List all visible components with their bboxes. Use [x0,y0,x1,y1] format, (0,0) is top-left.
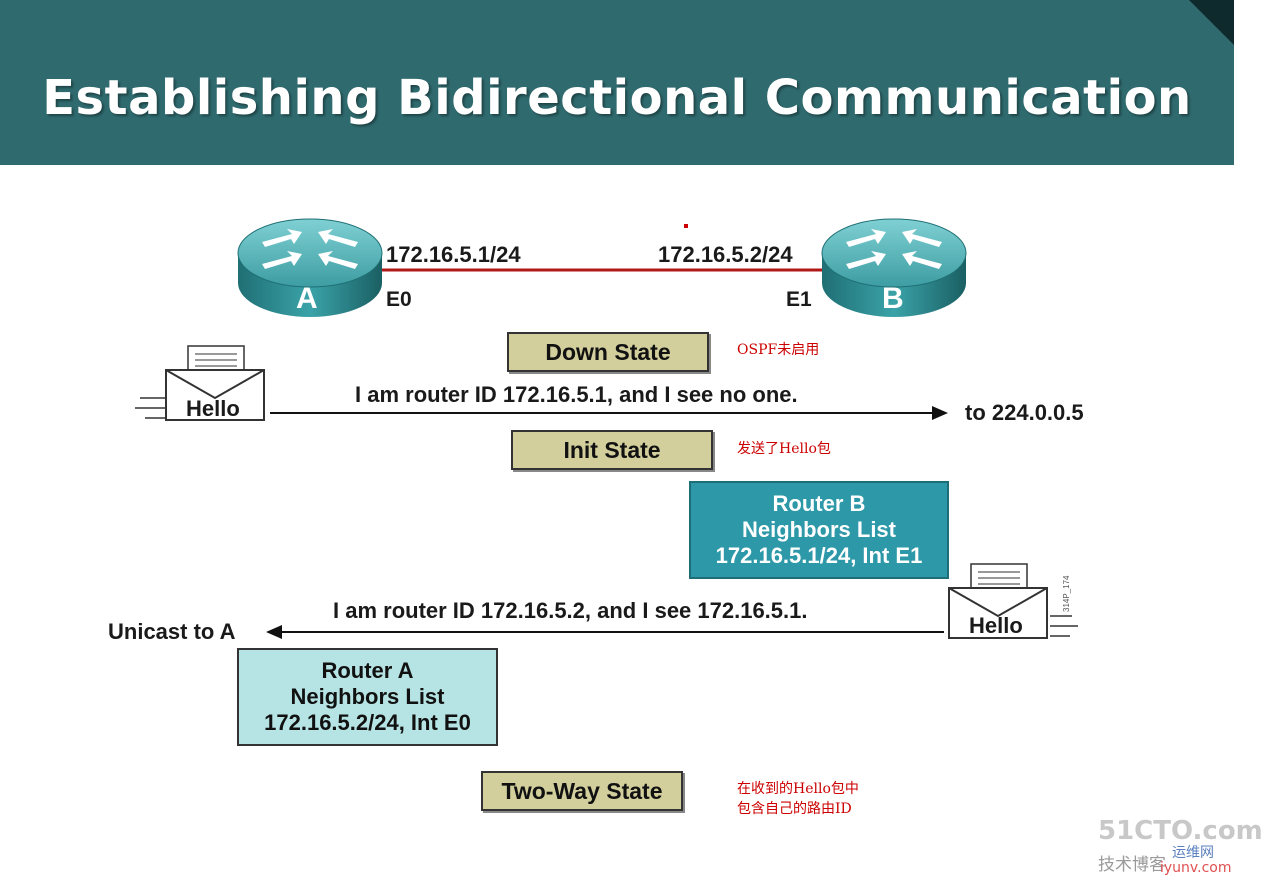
hello-b-envelope-label: Hello [969,613,1023,638]
router-b-neighbors-entry: 172.16.5.1/24, Int E1 [715,543,923,568]
watermark-site: 51CTO.com [1098,816,1263,846]
router-a-label: A [296,282,318,315]
router-b-ip: 172.16.5.2/24 [658,242,793,267]
hello-a-arrowhead [932,406,948,420]
router-a-neighbors-title: Router A [321,658,414,683]
router-b-neighbors-title: Router B [772,491,866,516]
router-a-neighbors-list: Router A Neighbors List 172.16.5.2/24, I… [237,648,498,746]
two-way-note-line1: 在收到的Hello包中 [737,781,859,797]
router-b-neighbors-list: Router B Neighbors List 172.16.5.1/24, I… [689,481,949,579]
router-a-ip: 172.16.5.1/24 [386,242,521,267]
hello-b-message: I am router ID 172.16.5.2, and I see 172… [333,598,808,623]
figure-id: 314P_174 [1062,575,1071,612]
hello-b-destination: Unicast to A [108,619,236,644]
router-a-interface: E0 [386,288,412,311]
banner-corner [1189,0,1234,45]
watermark-brand: 运维网 [1172,845,1214,861]
router-b-label: B [882,282,904,315]
hello-envelope-b-icon [948,563,1078,639]
title-banner: Establishing Bidirectional Communication [0,0,1234,165]
router-b-interface: E1 [786,288,812,311]
watermark-line2: 技术博客 [1098,855,1166,875]
router-b-icon [821,218,967,317]
two-way-state-box: Two-Way State [481,771,683,811]
watermark-url: iyunv.com [1160,860,1232,876]
hello-a-destination: to 224.0.0.5 [965,400,1084,425]
page-title: Establishing Bidirectional Communication [42,70,1192,126]
init-state-note: 发送了Hello包 [737,441,831,457]
router-a-neighbors-entry: 172.16.5.2/24, Int E0 [264,710,471,735]
router-a-neighbors-subtitle: Neighbors List [290,684,445,709]
down-state-note: OSPF未启用 [737,342,820,358]
router-a-icon [237,218,383,317]
init-state-box: Init State [511,430,713,470]
two-way-note-line2: 包含自己的路由ID [737,801,852,817]
hello-envelope-a-icon [135,345,265,421]
hello-a-message: I am router ID 172.16.5.1, and I see no … [355,382,798,407]
red-dot [684,224,688,228]
router-b-neighbors-subtitle: Neighbors List [741,517,896,542]
diagram-graphics [135,218,1078,639]
hello-a-envelope-label: Hello [186,396,240,421]
down-state-box: Down State [507,332,709,372]
hello-b-arrowhead [266,625,282,639]
